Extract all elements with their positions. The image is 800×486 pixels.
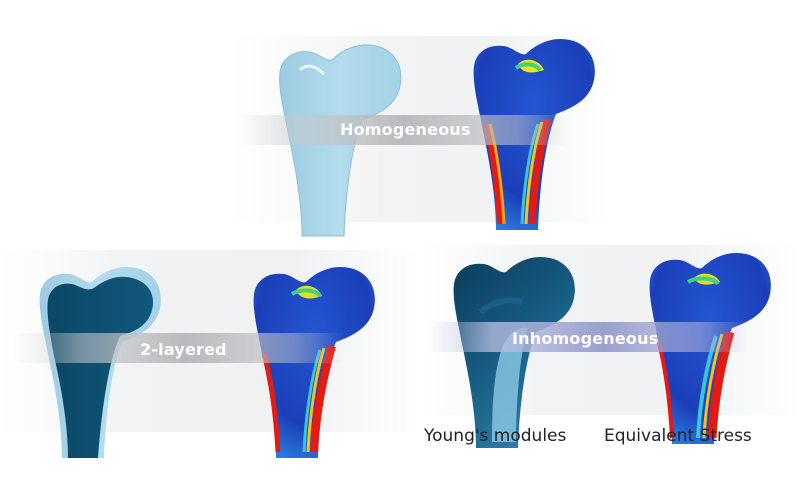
two-layered-bone-model (39, 266, 161, 458)
youngs-modules-caption: Young's modules (424, 426, 567, 446)
inhomogeneous-label: Inhomogeneous (512, 329, 659, 348)
two-layered-label: 2-layered (140, 340, 227, 359)
homogeneous-band (238, 115, 568, 145)
equivalent-stress-caption: Equivalent Stress (604, 426, 752, 446)
homogeneous-bone-model (279, 44, 402, 237)
inhomogeneous-band (428, 322, 748, 352)
two-layered-band (14, 333, 344, 363)
inhomogeneous-youngs-model (453, 256, 575, 448)
homogeneous-label: Homogeneous (340, 120, 471, 139)
